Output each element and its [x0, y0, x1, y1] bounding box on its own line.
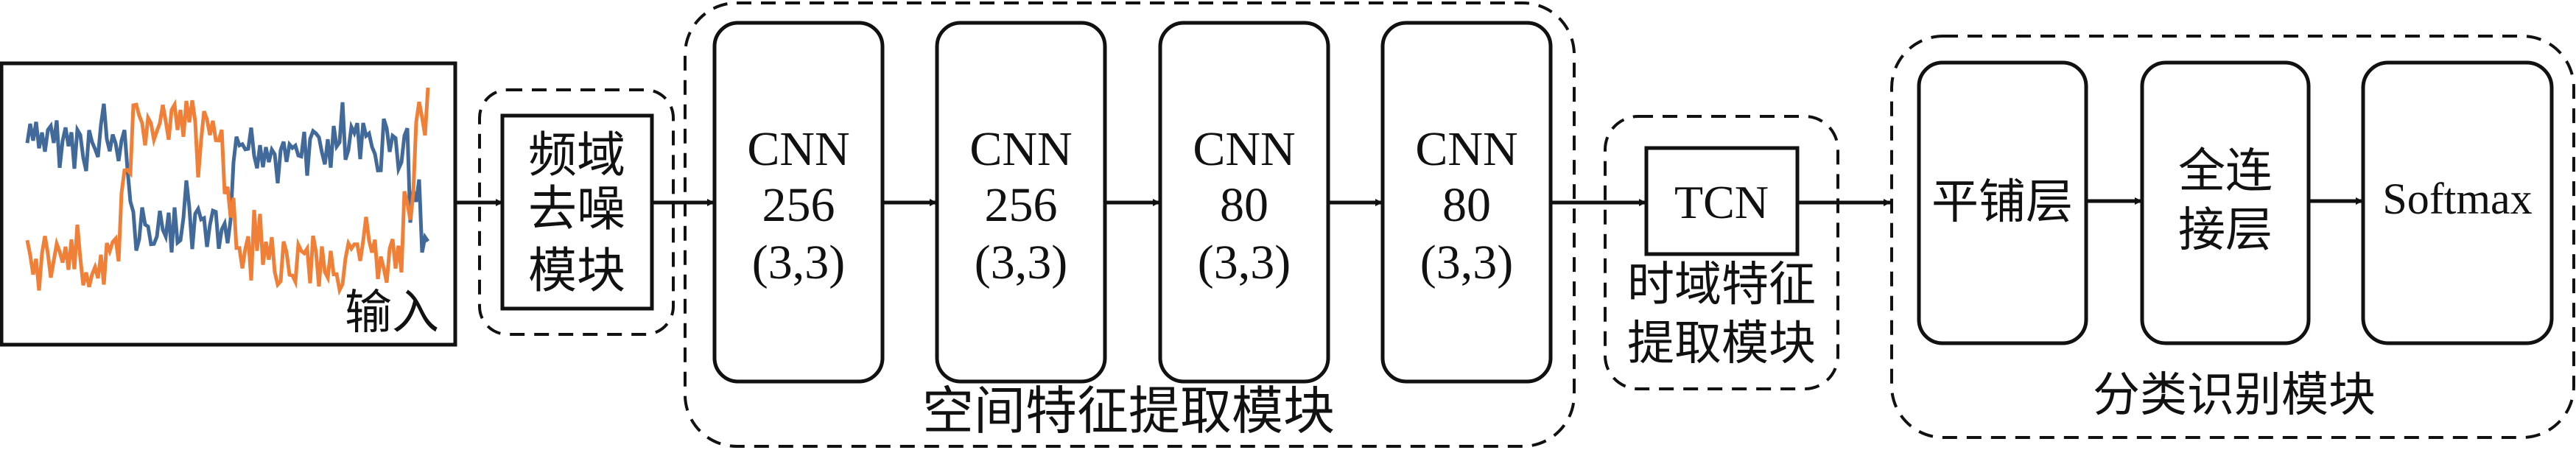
cnn-layer-name: CNN	[969, 122, 1072, 176]
denoise-module: 频域 去噪 模块	[478, 88, 675, 336]
denoise-dashed-border	[478, 88, 675, 336]
tcn-label: TCN	[1674, 176, 1769, 228]
cnn-layer-kernel: (3,3)	[975, 236, 1067, 289]
temporal-feature-module: TCN 时域特征 提取模块	[1604, 115, 1839, 390]
dense-layer-box	[2140, 60, 2311, 345]
cnn-layer-filters: 256	[985, 178, 1058, 232]
cnn-layer-filters: 80	[1220, 178, 1268, 232]
cnn-layer-name: CNN	[747, 122, 849, 176]
spatial-module-label: 空间特征提取模块	[922, 384, 1335, 440]
temporal-dashed-border	[1604, 115, 1839, 390]
cnn-layer-kernel: (3,3)	[1198, 236, 1291, 289]
denoise-line-3: 模块	[528, 245, 625, 298]
spatial-feature-module: CNN256(3,3)CNN256(3,3)CNN80(3,3)CNN80(3,…	[684, 1, 1576, 448]
signal-series-1	[25, 102, 430, 253]
signal-series-2	[25, 87, 430, 296]
spatial-dashed-border	[684, 1, 1576, 448]
cnn-layer-filters: 80	[1442, 178, 1491, 232]
cnn-layer-kernel: (3,3)	[1420, 236, 1513, 289]
cnn-layer-filters: 256	[762, 178, 835, 232]
cnn-layer-name: CNN	[1193, 122, 1295, 176]
dense-layer-label-2: 接层	[2178, 204, 2273, 256]
temporal-label-line-2: 提取模块	[1627, 317, 1816, 370]
cnn-layer-kernel: (3,3)	[752, 236, 845, 289]
softmax-box	[2361, 60, 2554, 345]
temporal-label-line-1: 时域特征	[1627, 259, 1816, 311]
denoise-line-2: 去噪	[528, 183, 625, 236]
input-label: 输入	[345, 286, 439, 339]
denoise-line-1: 频域	[528, 129, 625, 183]
flatten-layer-label: 平铺层	[1931, 176, 2073, 228]
classify-dashed-border	[1890, 35, 2575, 439]
dense-layer-label-1: 全连	[2178, 145, 2273, 197]
classification-module: 平铺层 全连 接层 Softmax 分类识别模块	[1890, 35, 2575, 439]
cnn-layer-name: CNN	[1415, 122, 1517, 176]
denoise-box	[500, 113, 654, 311]
input-panel: 输入	[0, 61, 457, 347]
classify-module-label: 分类识别模块	[2093, 369, 2376, 421]
softmax-label: Softmax	[2382, 175, 2532, 223]
